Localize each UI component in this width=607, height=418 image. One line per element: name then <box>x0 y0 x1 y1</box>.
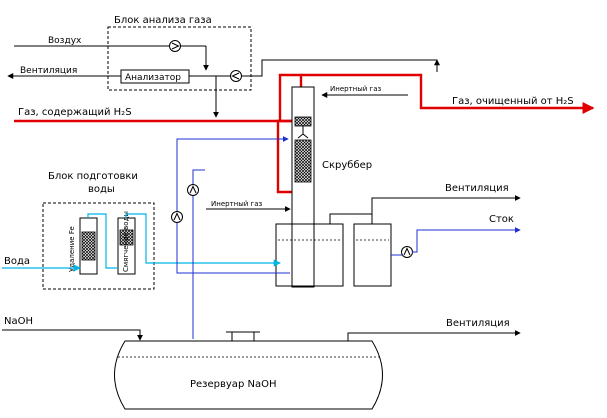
sample-pump-icon <box>230 70 242 82</box>
sour-gas-label: Газ, содержащий H₂S <box>18 107 132 118</box>
air-label: Воздух <box>48 36 82 46</box>
ventilation-bottom-line <box>347 330 521 341</box>
clean-gas-label: Газ, очищенный от H₂S <box>452 96 574 107</box>
naoh-tank-body <box>114 340 383 410</box>
clean-gas-line <box>301 73 595 114</box>
ventilation-right-line <box>371 195 521 214</box>
ventilation-right-label: Вентиляция <box>445 183 509 194</box>
absorption-tanks: Вентиляция Инертный газ Сток <box>206 183 521 287</box>
analyzer-label: Анализатор <box>125 73 181 83</box>
naoh-tank: Резервуар NaOH Вентиляция <box>114 318 521 410</box>
water-prep-title-1: Блок подготовки <box>48 171 138 182</box>
iron-removal-label: Удаление Fe <box>68 226 76 272</box>
naoh-line <box>2 329 143 341</box>
softening-label: Смягчение воды <box>122 211 130 272</box>
ventilation-label: Вентиляция <box>20 66 77 76</box>
drain-line <box>412 227 521 253</box>
tank-right <box>353 223 392 287</box>
tank-left <box>275 223 344 287</box>
scrubber-label: Скруббер <box>322 160 372 171</box>
gas-analysis-title: Блок анализа газа <box>114 15 212 26</box>
naoh-circulation: NaOH <box>2 136 290 341</box>
gas-analysis-block: Блок анализа газа Воздух Анализатор Вент… <box>7 15 440 118</box>
water-prep-block: Блок подготовки воды Удаление Fe Смягчен… <box>2 171 281 290</box>
drain-label: Сток <box>489 214 514 225</box>
feed-pump-icon <box>171 211 183 223</box>
water-label: Вода <box>4 256 30 267</box>
recirc-pump-icon <box>187 184 199 196</box>
water-prep-title-2: воды <box>88 184 115 195</box>
scrubber: Скруббер <box>291 86 372 288</box>
scrubber-column <box>291 86 315 288</box>
ventilation-bottom-label: Вентиляция <box>446 318 510 329</box>
scrubber-packing <box>294 139 312 183</box>
inert-gas-top-label: Инертный газ <box>330 85 381 93</box>
naoh-tank-label: Резервуар NaOH <box>190 379 276 390</box>
inert-gas-side-label: Инертный газ <box>211 200 262 208</box>
gas-lines: Газ, содержащий H₂S Газ, очищенный от H₂… <box>14 73 595 194</box>
naoh-label: NaOH <box>4 316 33 327</box>
